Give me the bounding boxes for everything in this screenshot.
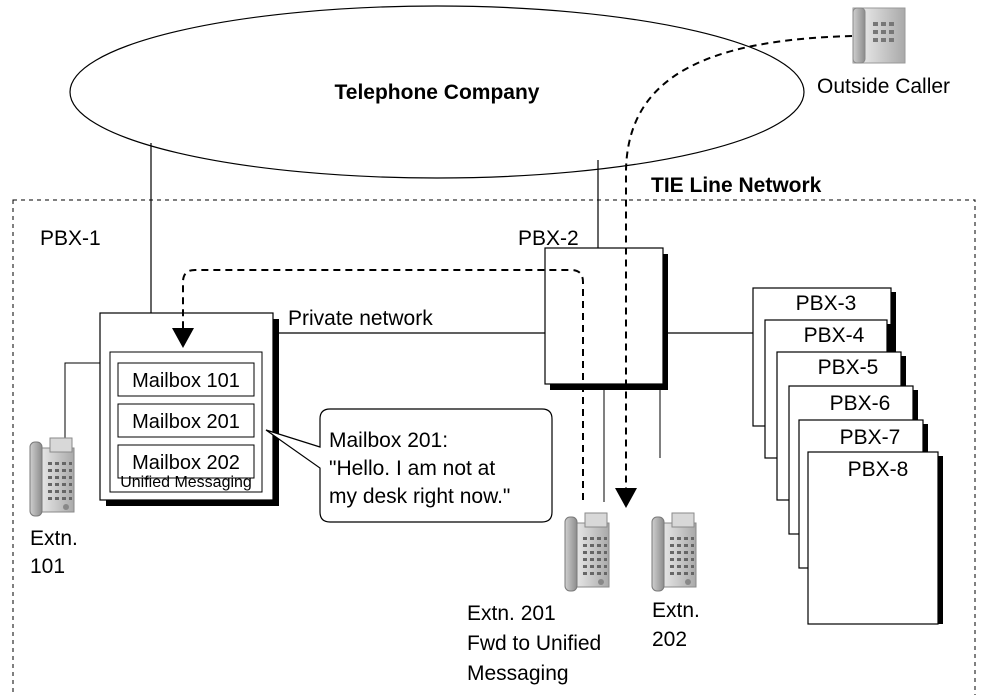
extn101-phone-icon — [29, 437, 75, 517]
pbx2-label: PBX-2 — [518, 227, 579, 250]
unified-messaging-caption: Unified Messaging — [120, 474, 252, 491]
pbx2-box — [544, 247, 664, 385]
extn201-label-line1: Extn. 201 — [467, 602, 556, 625]
mailbox-202-box — [117, 444, 255, 479]
pbx6-label: PBX-6 — [830, 392, 891, 415]
extn202-label-line1: Extn. — [652, 599, 700, 622]
pbx4-label: PBX-4 — [804, 324, 865, 347]
pbx8-label: PBX-8 — [848, 458, 909, 481]
mailbox-202-label: Mailbox 202 — [132, 452, 240, 474]
extn201-label-line3: Messaging — [467, 662, 569, 685]
telephone-company-cloud — [69, 5, 805, 179]
pbx8-shadow — [938, 456, 943, 624]
pbx8-box — [807, 451, 939, 625]
extn201-phone-icon — [564, 512, 610, 592]
telephone-company-label: Telephone Company — [335, 81, 540, 104]
pbx7-label: PBX-7 — [840, 426, 901, 449]
pbx1-label: PBX-1 — [40, 227, 101, 250]
extn101-line — [64, 362, 100, 438]
extn202-label-line2: 202 — [652, 628, 687, 651]
tie-line-network-boundary — [12, 199, 976, 695]
extn101-label-line2: 101 — [30, 555, 65, 578]
pbx5-label: PBX-5 — [818, 356, 879, 379]
forward-call-arrowhead — [172, 328, 194, 348]
pbx3-label: PBX-3 — [796, 292, 857, 315]
forward-call-path — [182, 269, 584, 500]
callout-line2: "Hello. I am not at — [329, 457, 495, 480]
incoming-call-path — [625, 35, 853, 490]
callout-bubble — [265, 408, 553, 523]
incoming-call-arrowhead — [615, 488, 637, 508]
extn202-phone-icon — [651, 512, 697, 592]
mailbox-101-label: Mailbox 101 — [132, 370, 240, 392]
outside-caller-label: Outside Caller — [817, 75, 950, 98]
tie-line-network-label: TIE Line Network — [651, 174, 822, 197]
mailbox-101-box — [117, 362, 255, 397]
mailbox-201-label: Mailbox 201 — [132, 411, 240, 433]
pbx-stack: PBX-3 PBX-4 PBX-5 PBX-6 PBX-7 PBX-8 — [752, 287, 943, 625]
callout-line3: my desk right now." — [329, 485, 510, 508]
callout-line1: Mailbox 201: — [329, 429, 448, 452]
private-network-label: Private network — [288, 307, 433, 330]
mailbox-201-box — [117, 403, 255, 438]
outside-caller-phone-icon — [852, 7, 906, 64]
extn101-label-line1: Extn. — [30, 527, 78, 550]
extn201-label-line2: Fwd to Unified — [467, 632, 601, 655]
